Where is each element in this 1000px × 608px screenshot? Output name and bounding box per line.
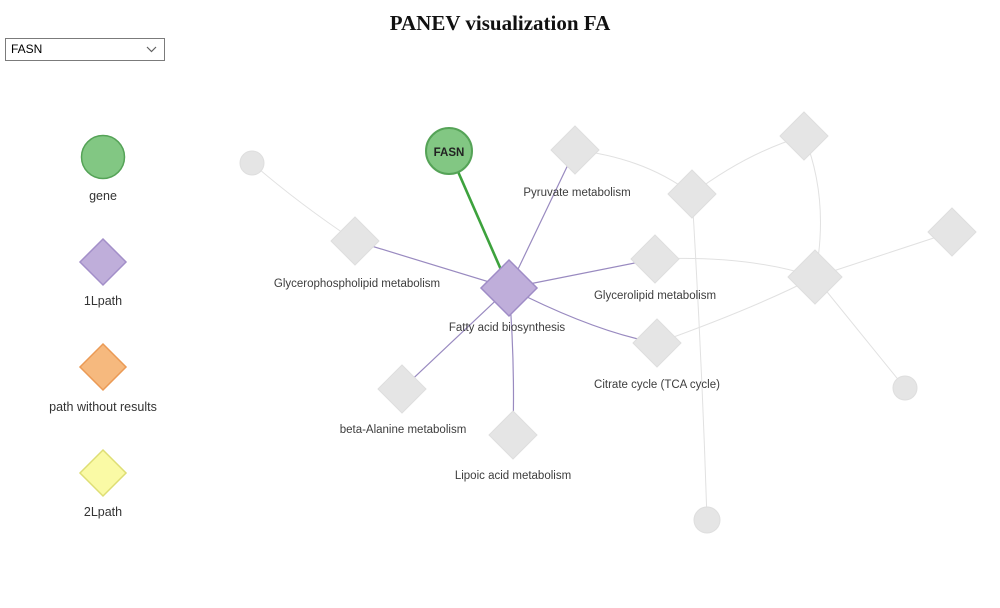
legend-1lpath-diamond [75, 234, 131, 290]
node-fatty-acid-biosynthesis[interactable] [479, 258, 539, 318]
node-unlabeled-circle[interactable] [892, 375, 918, 401]
node-unlabeled-circle[interactable] [693, 506, 721, 534]
node-lipoic-acid-metabolism[interactable] [488, 410, 538, 460]
legend-label-noresult: path without results [49, 400, 157, 414]
legend-2lpath-diamond [75, 445, 131, 501]
label-glycerophospholipid-metabolism: Glycerophospholipid metabolism [274, 278, 440, 290]
legend-label-2lpath: 2Lpath [83, 505, 123, 519]
label-pyruvate-metabolism: Pyruvate metabolism [523, 187, 630, 199]
node-pyruvate-metabolism[interactable] [550, 125, 600, 175]
1lpath-diamond-icon [78, 237, 128, 287]
gene-select-value: FASN [11, 42, 43, 56]
legend: gene 1Lpath path without results 2Lpath [0, 0, 206, 608]
legend-label-gene: gene [89, 189, 117, 203]
node-unlabeled-diamond[interactable] [927, 207, 977, 257]
node-unlabeled-diamond[interactable] [667, 169, 717, 219]
legend-label-1lpath: 1Lpath [83, 294, 123, 308]
label-beta-alanine-metabolism: beta-Alanine metabolism [340, 424, 467, 436]
node-beta-alanine-metabolism[interactable] [377, 364, 427, 414]
label-lipoic-acid-metabolism: Lipoic acid metabolism [455, 470, 571, 482]
legend-gene-circle [79, 133, 127, 181]
node-labels: Pyruvate metabolism Glycerophospholipid … [274, 187, 720, 482]
chevron-down-icon [146, 46, 157, 53]
legend-noresult-diamond [75, 339, 131, 395]
node-unlabeled-diamond[interactable] [787, 249, 843, 305]
gene-circle-icon [80, 134, 126, 180]
label-glycerolipid-metabolism: Glycerolipid metabolism [594, 290, 716, 302]
node-unlabeled-diamond[interactable] [779, 111, 829, 161]
label-fatty-acid-biosynthesis: Fatty acid biosynthesis [449, 322, 566, 334]
gene-select[interactable]: FASN [5, 38, 165, 61]
neutral-nodes [239, 111, 977, 534]
2lpath-diamond-icon [78, 448, 128, 498]
node-citrate-cycle[interactable] [632, 318, 682, 368]
node-gene-fasn[interactable] [425, 127, 473, 175]
path-without-results-diamond-icon [78, 342, 128, 392]
node-unlabeled-circle[interactable] [239, 150, 265, 176]
gene-edge [447, 150, 511, 289]
page-title: PANEV visualization FA [389, 11, 611, 35]
label-citrate-cycle: Citrate cycle (TCA cycle) [594, 379, 720, 391]
node-glycerophospholipid-metabolism[interactable] [330, 216, 380, 266]
node-glycerolipid-metabolism[interactable] [630, 234, 680, 284]
gene-node-label: FASN [434, 147, 465, 159]
